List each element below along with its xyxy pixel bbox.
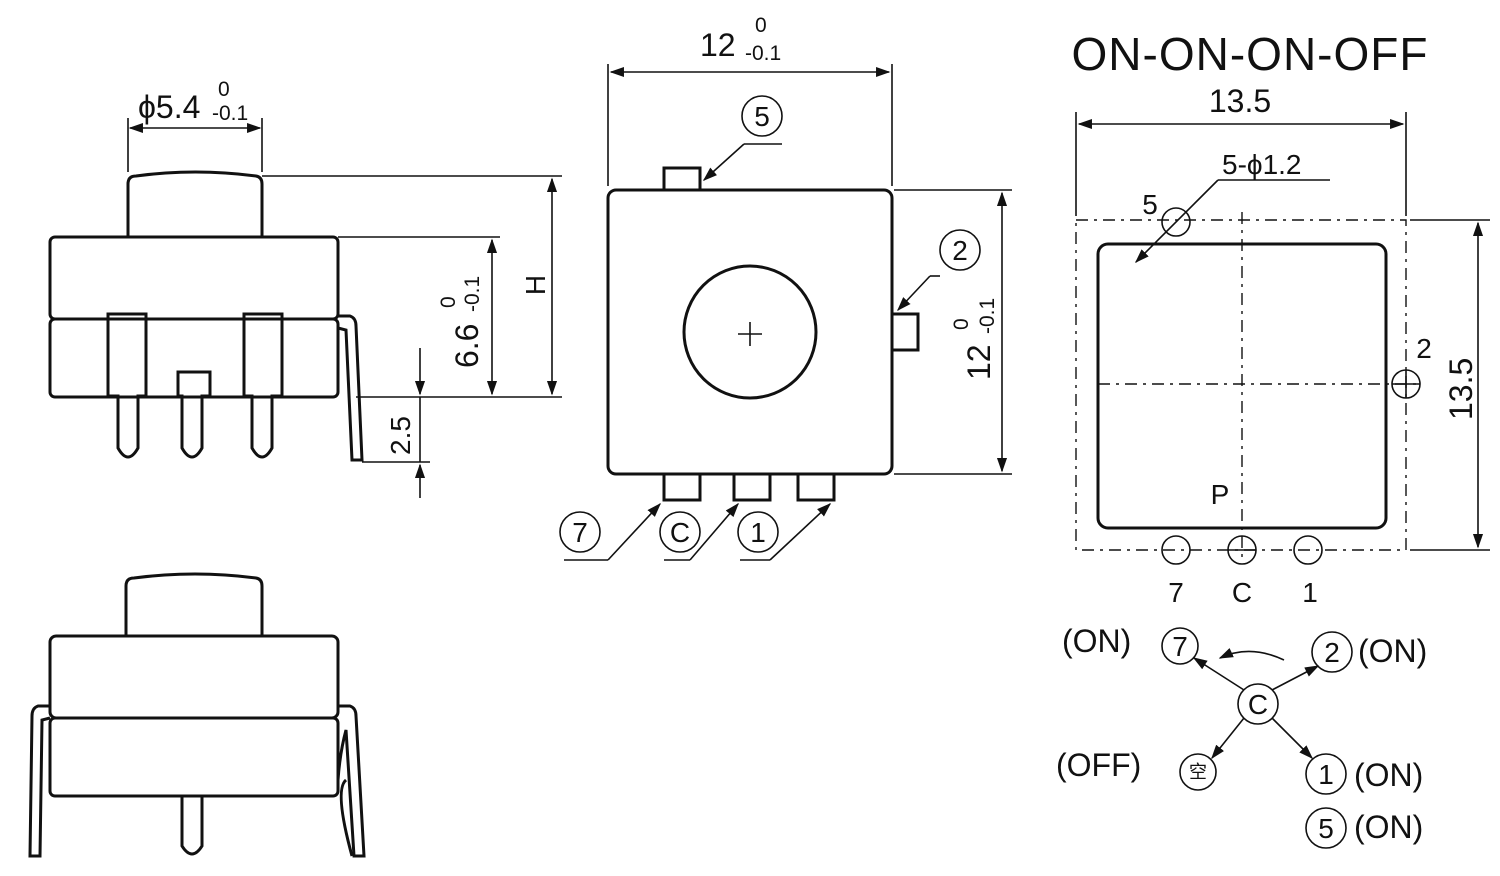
pin-1-label: 1 <box>1302 577 1318 608</box>
svg-text:2: 2 <box>952 235 968 266</box>
height-h-label: H <box>520 275 551 295</box>
front-left-terminal <box>28 704 51 858</box>
state-2: (ON) <box>1358 633 1427 669</box>
front-view <box>28 572 366 858</box>
hole-1 <box>1293 535 1323 565</box>
front-center-pin <box>180 794 204 856</box>
lower-body <box>48 317 340 399</box>
callout-5 <box>741 95 783 137</box>
callout-c <box>659 511 701 553</box>
common-terminal <box>1237 683 1279 725</box>
callout-7 <box>559 511 601 553</box>
svg-text:C: C <box>1248 689 1268 720</box>
switch-schematic: C 7 (ON) 2 (ON) 空 (OFF) 1 (ON) 5 (ON) <box>1056 623 1427 849</box>
svg-text:1: 1 <box>1318 759 1334 790</box>
height-tol-lower: -0.1 <box>976 298 999 334</box>
upper-body <box>48 235 340 321</box>
schematic-pin-7 <box>1161 627 1199 665</box>
center-p-label: P <box>1211 479 1230 510</box>
footprint-view: 13.5 13.5 5-ϕ1.2 5 2 P 7 C 1 <box>1075 83 1490 608</box>
tab-5 <box>662 166 702 192</box>
width-label: 12 <box>700 27 736 63</box>
diameter-tol-lower: -0.1 <box>212 102 248 125</box>
callout-1 <box>737 511 779 553</box>
footprint-outline <box>1075 219 1407 551</box>
svg-text:1: 1 <box>750 517 766 548</box>
diagram-title: ON-ON-ON-OFF <box>1072 28 1429 80</box>
front-lower-body <box>48 716 340 798</box>
body-height-tol-lower: -0.1 <box>461 276 484 312</box>
pin-center <box>176 370 212 459</box>
height-tol-upper: 0 <box>950 318 973 330</box>
svg-text:空: 空 <box>1189 762 1207 782</box>
front-upper-body <box>48 634 340 720</box>
height-label: 12 <box>961 344 997 380</box>
schematic-pin-1 <box>1305 753 1347 795</box>
svg-text:5: 5 <box>754 101 770 132</box>
front-actuator <box>124 572 264 636</box>
schematic-pin-off <box>1179 753 1217 791</box>
state-5: (ON) <box>1354 809 1423 845</box>
side-terminal <box>337 314 364 462</box>
tab-2 <box>890 312 920 352</box>
state-off: (OFF) <box>1056 747 1141 783</box>
pin-length-label: 2.5 <box>385 416 416 455</box>
diameter-tol-upper: 0 <box>218 78 230 101</box>
actuator-circle <box>682 264 818 400</box>
body-height-label: 6.6 <box>449 324 485 368</box>
callout-2 <box>939 229 981 271</box>
svg-text:7: 7 <box>572 517 588 548</box>
hole-spec-label: 5-ϕ1.2 <box>1222 149 1302 180</box>
schematic-pin-5 <box>1305 807 1347 849</box>
actuator-top <box>126 170 264 237</box>
diameter-label: ϕ5.4 <box>138 89 200 125</box>
body-height-tol-upper: 0 <box>437 296 460 308</box>
tab-1 <box>796 472 836 502</box>
front-right-terminal <box>336 704 366 858</box>
svg-text:7: 7 <box>1172 631 1188 662</box>
pin-right <box>242 312 284 459</box>
hole-5 <box>1161 207 1191 237</box>
footprint-width-label: 13.5 <box>1209 83 1271 119</box>
hole-7 <box>1161 535 1191 565</box>
tab-7 <box>662 472 702 502</box>
width-tol-lower: -0.1 <box>745 42 781 65</box>
tab-c <box>732 472 772 502</box>
side-view: ϕ5.4 0 -0.1 H 6.6 0 -0.1 2.5 <box>48 78 562 498</box>
pin-left <box>106 312 148 459</box>
schematic-pin-2 <box>1311 631 1353 673</box>
footprint-height-label: 13.5 <box>1443 358 1479 420</box>
pin-7-label: 7 <box>1168 577 1184 608</box>
pin-c-label: C <box>1232 577 1252 608</box>
svg-text:2: 2 <box>1324 637 1340 668</box>
top-view: 12 0 -0.1 12 0 -0.1 5 2 7 C 1 <box>559 14 1012 561</box>
pin-2-label: 2 <box>1416 333 1432 364</box>
state-7: (ON) <box>1062 623 1131 659</box>
svg-text:C: C <box>670 517 690 548</box>
pin-5-label: 5 <box>1142 189 1158 220</box>
svg-text:5: 5 <box>1318 813 1334 844</box>
width-tol-upper: 0 <box>755 14 767 37</box>
state-1: (ON) <box>1354 757 1423 793</box>
